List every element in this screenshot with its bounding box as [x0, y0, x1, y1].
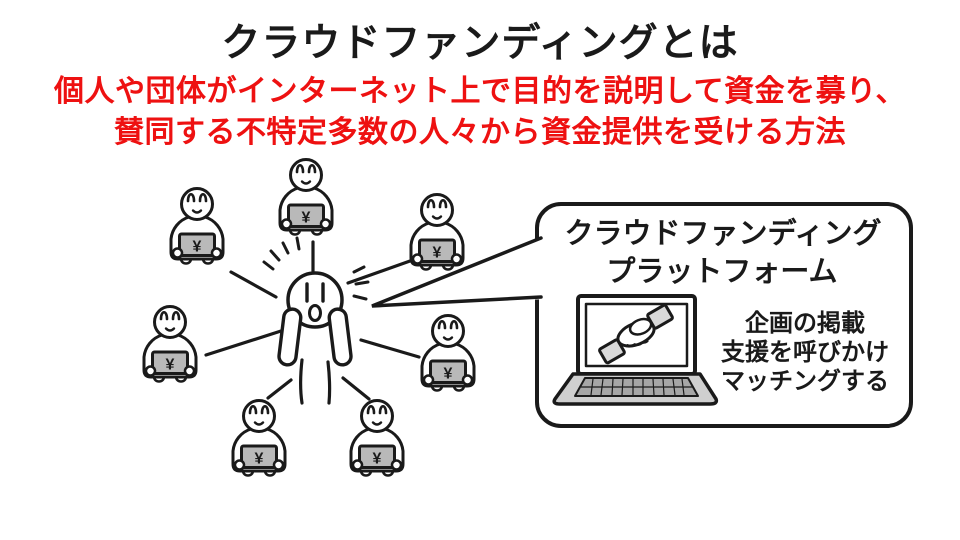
- bubble-title-line-1: クラウドファンディング: [565, 216, 882, 250]
- central-figure-eyes: [305, 282, 325, 303]
- connection-line: [204, 329, 283, 357]
- shout-emphasis-right: [352, 265, 370, 301]
- definition-line-2: 賛同する不特定多数の人々から資金提供を受ける方法: [114, 116, 846, 149]
- central-figure-torso: [298, 358, 332, 405]
- connection-line: [266, 378, 293, 400]
- central-figure: [262, 236, 370, 405]
- supporter-bottom-left: [231, 399, 287, 477]
- handshake-icon: [598, 303, 674, 365]
- crowdfunding-diagram: ¥: [142, 158, 913, 477]
- platform-bubble: クラウドファンディング プラットフォーム 企画の掲載 支援を呼びかけ: [371, 202, 913, 428]
- connection-lines: [204, 240, 421, 401]
- bubble-body-line-1: 企画の掲載: [745, 309, 865, 337]
- supporter-right: [420, 314, 476, 392]
- bubble-title-line-2: プラットフォーム: [606, 255, 837, 288]
- shout-emphasis-left: [262, 236, 301, 271]
- supporter-left: [142, 305, 198, 383]
- handshake-fingers: [626, 340, 649, 347]
- handshake-hand-top: [628, 317, 653, 336]
- handshake-sleeve-left: [598, 338, 626, 365]
- bubble-body-line-3: マッチングする: [721, 368, 889, 395]
- connection-line: [341, 376, 371, 401]
- definition-text: 個人や団体がインターネット上で目的を説明して資金を募り、 賛同する不特定多数の人…: [0, 71, 960, 153]
- central-figure-arm-right: [327, 307, 353, 367]
- central-figure-mouth: [308, 304, 322, 322]
- page-title: クラウドファンディングとは: [221, 22, 739, 65]
- laptop-keyboard-keys: [581, 378, 693, 396]
- central-figure-arm-left: [277, 307, 303, 367]
- definition-line-1: 個人や団体がインターネット上で目的を説明して資金を募り、: [54, 75, 906, 108]
- laptop-icon: [552, 294, 719, 406]
- bubble-body-line-2: 支援を呼びかけ: [721, 339, 889, 366]
- connection-line: [229, 270, 278, 299]
- supporter-top-left: [169, 187, 225, 265]
- supporter-bottom-right: [349, 399, 405, 477]
- connection-line: [359, 338, 421, 359]
- connection-line: [346, 259, 412, 285]
- bubble-pointer-edges: [371, 236, 543, 308]
- supporter-top-center: [278, 158, 334, 236]
- supporter-top-right: [409, 193, 465, 271]
